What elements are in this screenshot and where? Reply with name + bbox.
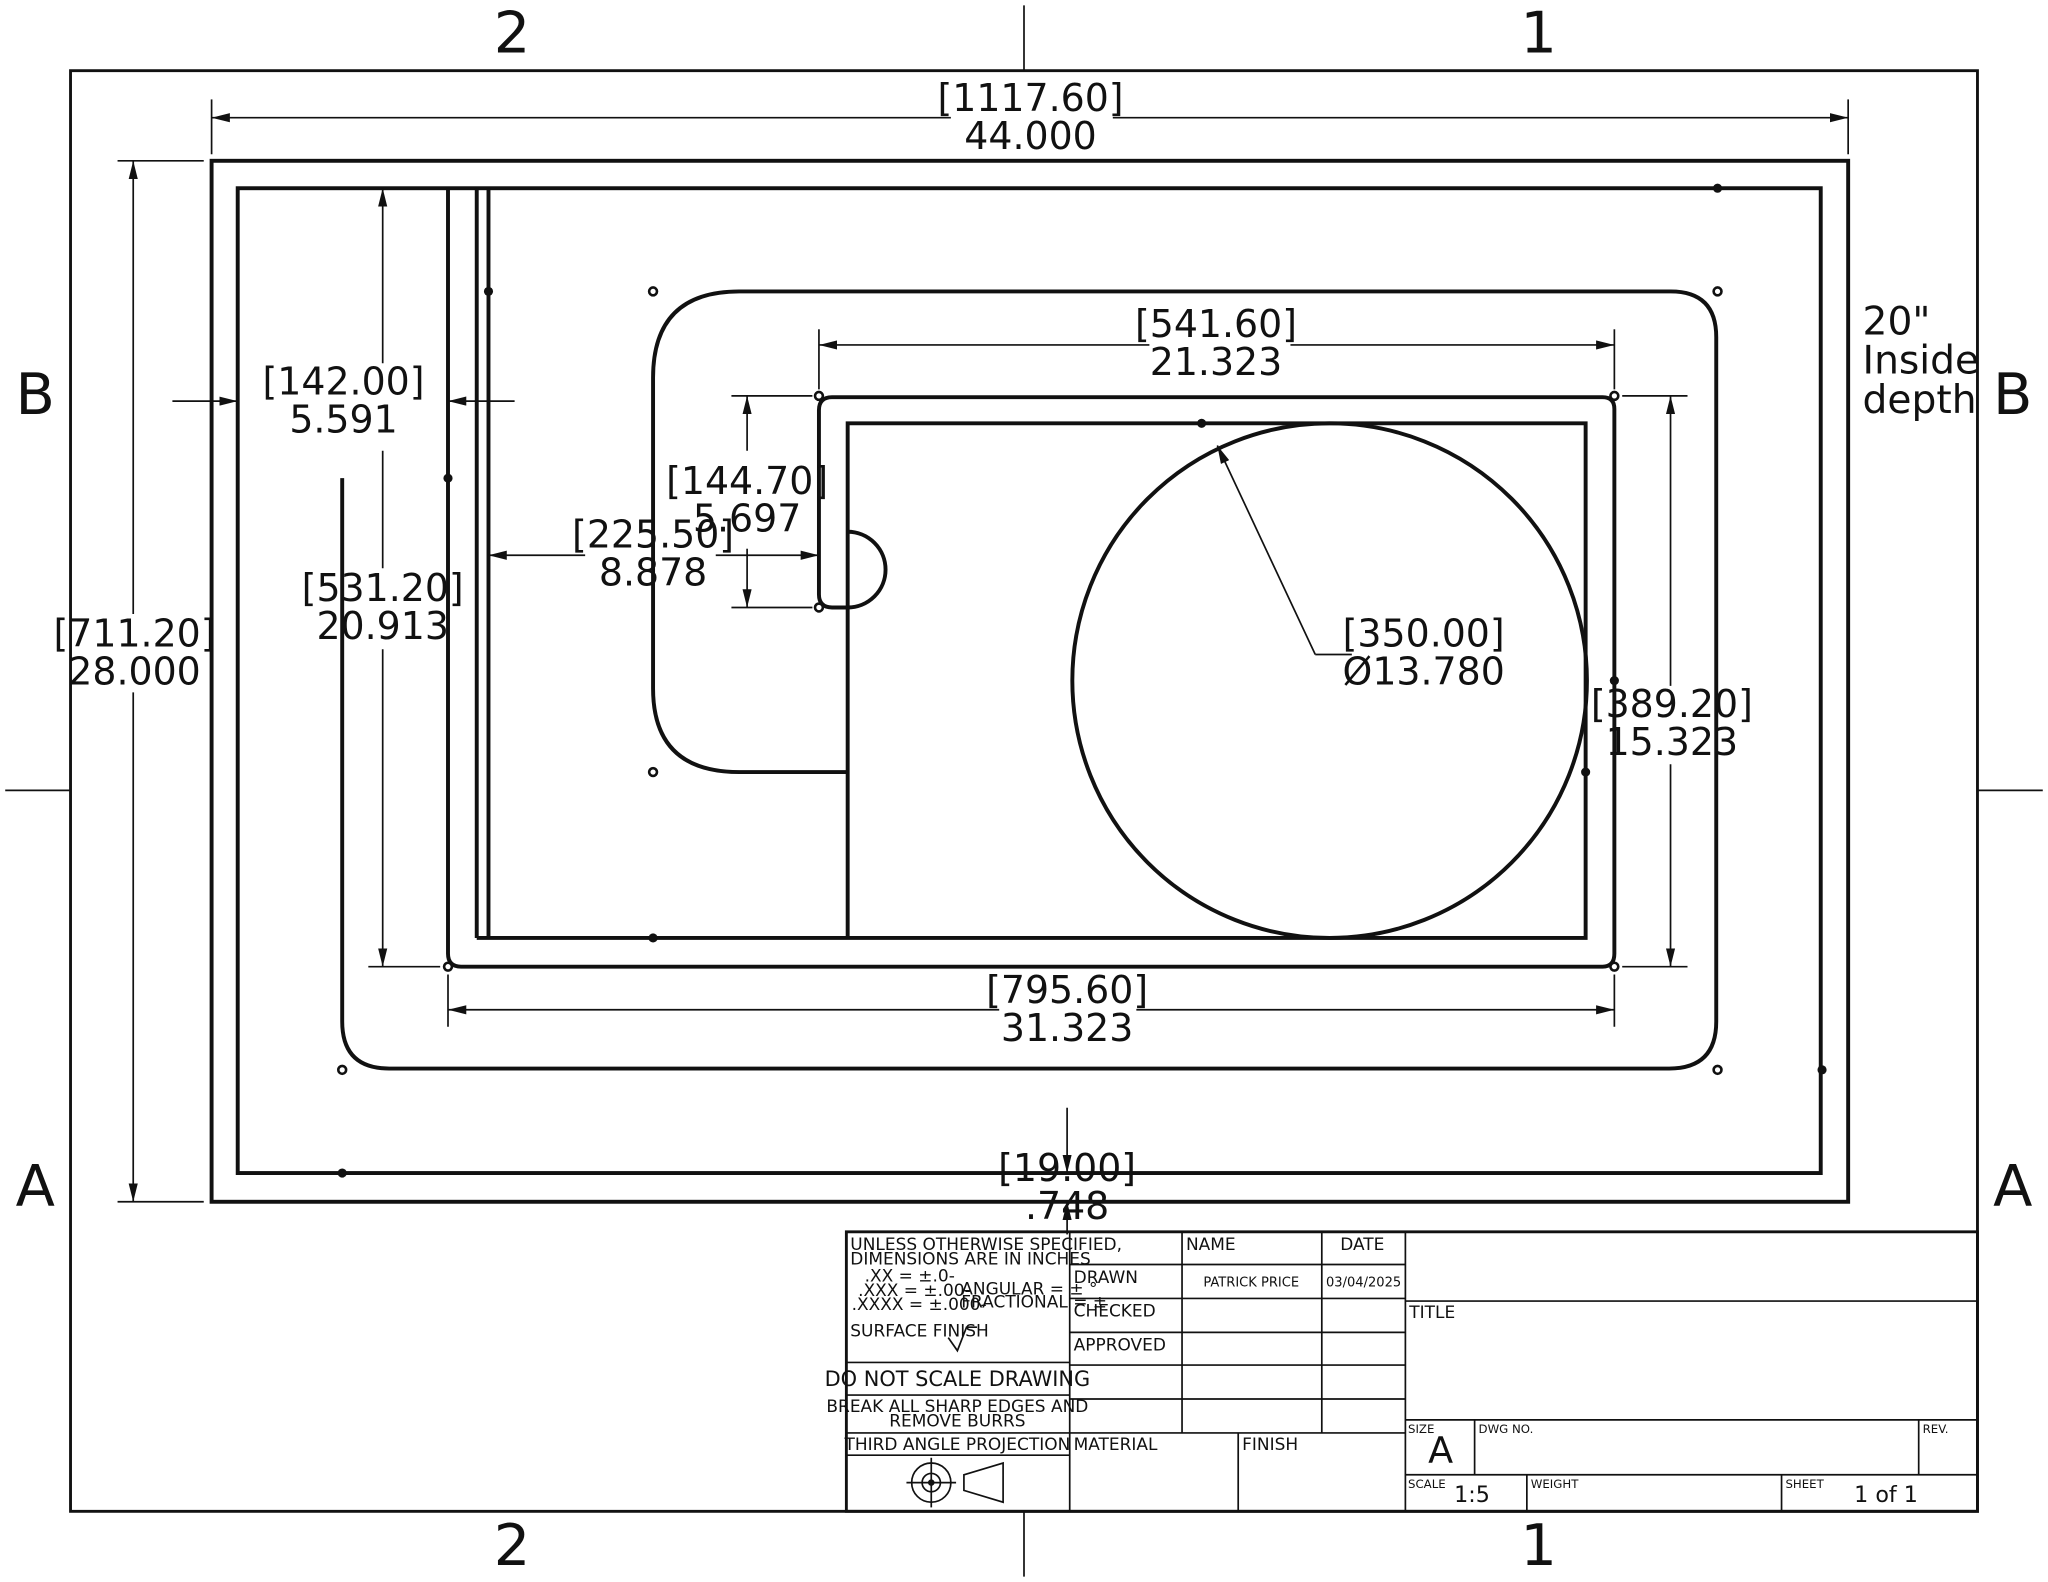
third-angle-projection-icon	[906, 1457, 1004, 1508]
material-label: MATERIAL	[1074, 1435, 1158, 1455]
depth-note-line2: Inside	[1863, 339, 1980, 384]
projection-label: THIRD ANGLE PROJECTION	[843, 1435, 1070, 1455]
rev-label: REV.	[1923, 1422, 1949, 1436]
title-label: TITLE	[1408, 1303, 1455, 1323]
row-checked: CHECKED	[1074, 1302, 1156, 1322]
header-date: DATE	[1340, 1235, 1384, 1255]
tolerance-xx: .XX = ±.0-	[865, 1266, 955, 1286]
dim-bottom-gap-in: .748	[1025, 1184, 1109, 1228]
zone-col-2-top: 2	[494, 0, 531, 66]
inner-panel	[235, 186, 1823, 1175]
dim-bottom-gap-mm: [19.00]	[998, 1146, 1136, 1190]
surface-finish-symbol	[947, 1326, 977, 1353]
notch-arc	[847, 529, 888, 610]
dim-pocket-offset-mm: [225.50]	[572, 512, 734, 556]
dim-frame-width-mm: [795.60]	[986, 968, 1148, 1012]
dim-overall-width-in: 44.000	[964, 114, 1096, 158]
size-label: SIZE	[1408, 1422, 1434, 1436]
scale-value: 1:5	[1454, 1482, 1490, 1508]
zone-row-a-left: A	[16, 1153, 55, 1220]
dim-frame-width-in: 31.323	[1001, 1006, 1133, 1050]
size-value: A	[1428, 1429, 1453, 1472]
sheet-value: 1 of 1	[1854, 1482, 1918, 1508]
outer-panel	[209, 158, 1851, 1204]
drawn-by-name: PATRICK PRICE	[1203, 1276, 1299, 1291]
dim-circle-dia-in: Ø13.780	[1343, 650, 1505, 694]
dim-tray-height-in: 15.323	[1606, 720, 1738, 764]
row-drawn: DRAWN	[1074, 1268, 1138, 1288]
dim-overall-width-mm: [1117.60]	[937, 76, 1123, 120]
dim-inner-height-mm: [531.20]	[302, 566, 464, 610]
sheet-label: SHEET	[1785, 1477, 1824, 1491]
tolerance-xxx: .XXX = ±.00-	[858, 1281, 971, 1301]
dim-overall-height-mm: [711.20]	[54, 612, 216, 656]
tolerance-line1: UNLESS OTHERWISE SPECIFIED,	[850, 1235, 1122, 1255]
dim-circle-dia-mm: [350.00]	[1343, 612, 1505, 656]
surface-finish-label: SURFACE FINISH	[850, 1321, 988, 1341]
depth-note-line1: 20"	[1863, 300, 1931, 345]
rounded-frame	[340, 289, 1719, 1071]
tolerance-line2: DIMENSIONS ARE IN INCHES	[850, 1249, 1091, 1269]
depth-note-line3: depth	[1863, 378, 1977, 423]
dim-inner-height-in: 20.913	[316, 604, 448, 648]
dim-tray-width-in: 21.323	[1150, 340, 1282, 384]
part-geometry	[209, 158, 1851, 1204]
tolerance-xxxx: .XXXX = ±.000-	[852, 1295, 987, 1315]
zone-row-b-left: B	[16, 361, 55, 428]
do-not-scale-label: DO NOT SCALE DRAWING	[825, 1367, 1091, 1391]
header-name: NAME	[1186, 1235, 1236, 1255]
weight-label: WEIGHT	[1531, 1477, 1579, 1491]
tray-interior	[476, 421, 1588, 940]
dim-pocket-offset-in: 8.878	[599, 550, 707, 594]
reference-points	[336, 183, 1827, 1178]
tolerance-angular: ANGULAR = ± °	[961, 1280, 1097, 1300]
dim-overall-height-in: 28.000	[68, 650, 200, 694]
scale-label: SCALE	[1408, 1477, 1446, 1491]
dimension-labels: [1117.60] 44.000 [711.20] 28.000 [142.00…	[54, 76, 1753, 1228]
row-approved: APPROVED	[1074, 1336, 1166, 1356]
dimension-lines	[117, 99, 1850, 1235]
zone-col-1-bottom: 1	[1520, 1512, 1557, 1579]
dim-notch-in: 5.697	[693, 497, 801, 541]
zone-col-1-top: 1	[1520, 0, 1557, 66]
dim-notch-mm: [144.70]	[666, 459, 828, 503]
dim-left-offset-in: 5.591	[289, 397, 397, 441]
zone-row-a-right: A	[1993, 1153, 2032, 1220]
break-edges-line1: BREAK ALL SHARP EDGES AND	[826, 1397, 1088, 1417]
zone-labels: 2 1 2 1 B B A A	[16, 0, 2033, 1579]
depth-note: 20" Inside depth	[1863, 300, 1980, 423]
break-edges-line2: REMOVE BURRS	[889, 1411, 1025, 1431]
zone-row-b-right: B	[1993, 361, 2032, 428]
drawn-date: 03/04/2025	[1326, 1276, 1401, 1291]
finish-label: FINISH	[1242, 1435, 1298, 1455]
sheet-border	[5, 5, 2043, 1577]
dwg-no-label: DWG NO.	[1479, 1422, 1534, 1436]
circular-cutout	[1070, 421, 1589, 940]
title-block: UNLESS OTHERWISE SPECIFIED, DIMENSIONS A…	[825, 1230, 1979, 1513]
dim-tray-height-mm: [389.20]	[1591, 682, 1753, 726]
zone-col-2-bottom: 2	[494, 1512, 531, 1579]
dim-left-offset-mm: [142.00]	[263, 360, 425, 404]
dim-tray-width-mm: [541.60]	[1135, 302, 1297, 346]
tolerance-fractional: FRACTIONAL = ±	[961, 1293, 1107, 1313]
